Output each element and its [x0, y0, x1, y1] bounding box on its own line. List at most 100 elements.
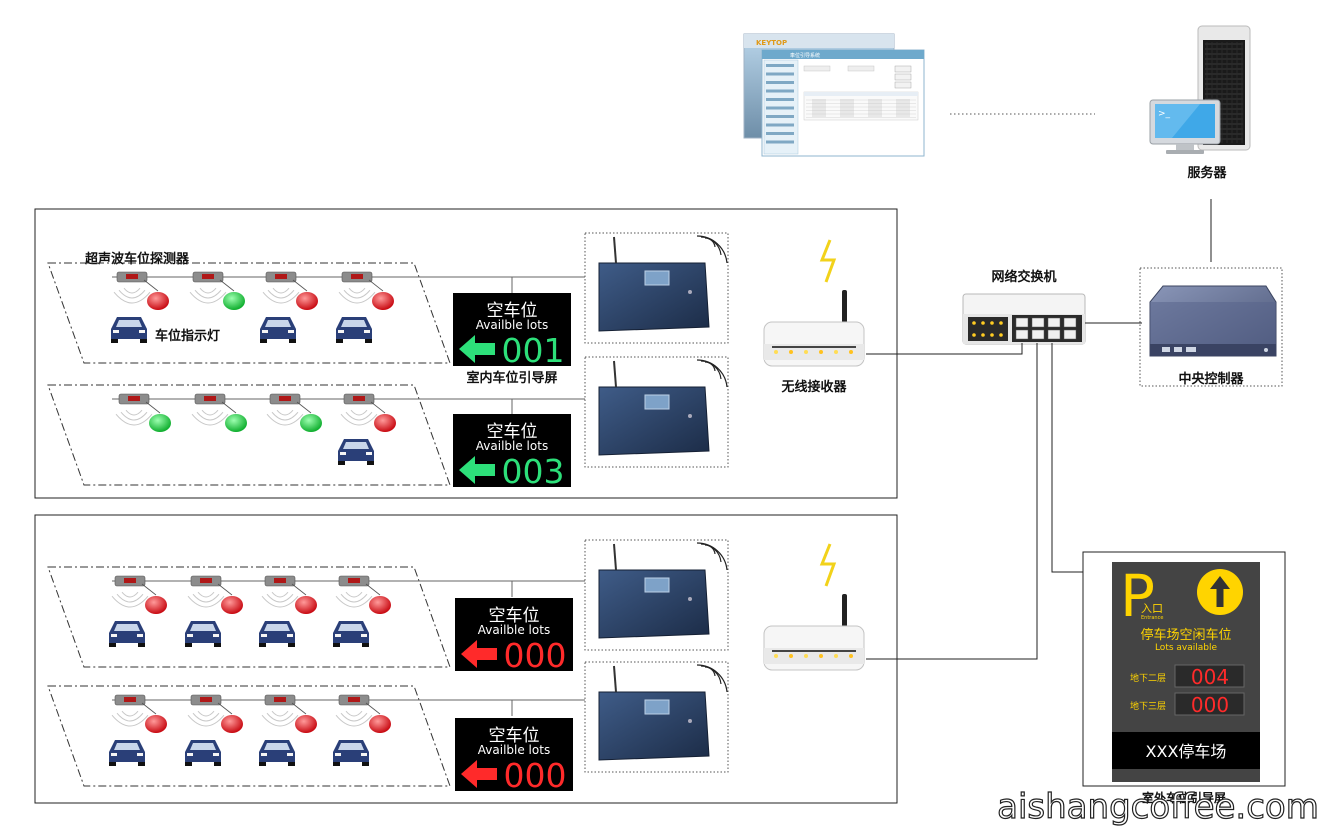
indoor-screen-label: 室内车位引导屏 — [466, 370, 557, 386]
light-cable — [291, 583, 307, 596]
light-cable — [365, 583, 381, 596]
ultrasonic-wave — [111, 714, 149, 727]
ultrasonic-wave — [192, 593, 220, 603]
parking-indicator-light-red — [147, 292, 169, 310]
outdoor-heading-cn: 停车场空闲车位 — [1140, 627, 1231, 643]
wireless-signal-icon — [696, 235, 728, 264]
lightning-icon — [819, 239, 837, 283]
car-icon — [109, 740, 145, 766]
light-cable — [141, 583, 157, 596]
brand-logo: KEYTOP — [756, 39, 787, 47]
software-table — [803, 91, 919, 121]
ultrasonic-wave — [340, 593, 368, 603]
indicator-label: 车位指示灯 — [155, 328, 220, 344]
light-cable — [141, 702, 157, 715]
ultrasonic-wave — [118, 289, 146, 299]
lane-2 — [47, 384, 585, 486]
detector-display — [204, 396, 216, 401]
light-cable — [292, 279, 308, 292]
status-led — [774, 350, 778, 354]
ultrasonic-wave — [348, 287, 366, 294]
receiver-strip — [772, 650, 856, 652]
detector-display — [351, 274, 363, 279]
ultrasonic-wave — [267, 289, 295, 299]
node-frame — [584, 661, 729, 773]
ultrasonic-wave — [187, 595, 225, 608]
floor-b3-label: 地下三层 — [1130, 700, 1166, 712]
detector-label: 超声波车位探测器 — [85, 251, 190, 267]
ultrasonic-wave — [116, 712, 144, 722]
outdoor-heading-en: Lots available — [1155, 643, 1218, 653]
node-frame — [584, 539, 729, 651]
car-icon — [259, 621, 295, 647]
lock — [688, 290, 692, 294]
left-arrow-icon — [461, 760, 497, 788]
lane-3 — [47, 566, 585, 668]
software-sidebar — [766, 64, 794, 144]
node-frame — [584, 356, 729, 468]
ultrasonic-wave — [189, 291, 227, 304]
floor-b2-label: 地下二层 — [1130, 672, 1166, 684]
screen-subtitle: Availble lots — [476, 439, 548, 453]
ultrasonic-wave — [115, 413, 153, 426]
node-frame — [584, 232, 729, 344]
parking-name: XXX停车场 — [1146, 742, 1227, 761]
central-controller-frame — [1139, 267, 1283, 387]
detector-display — [128, 396, 140, 401]
controller-lcd — [644, 270, 670, 286]
ultrasonic-wave — [194, 289, 222, 299]
ultrasonic-wave — [123, 287, 141, 294]
car-icon — [259, 740, 295, 766]
detector-display — [275, 274, 287, 279]
floor-b2-count: 004 — [1191, 665, 1229, 689]
controller-box — [598, 691, 710, 761]
wireless-receiver-1 — [763, 239, 865, 367]
car-icon — [111, 317, 147, 343]
floor-b3-count: 000 — [1191, 693, 1229, 717]
car-icon — [333, 740, 369, 766]
ultrasonic-wave — [345, 591, 363, 598]
status-led — [819, 350, 823, 354]
status-led — [789, 350, 793, 354]
ultrasonic-wave — [261, 714, 299, 727]
ultrasonic-wave — [266, 593, 294, 603]
status-led — [849, 350, 853, 354]
node-controller-2 — [584, 356, 729, 468]
ultrasonic-wave — [187, 714, 225, 727]
antenna — [613, 360, 617, 388]
left-arrow-icon — [459, 335, 495, 363]
ultrasonic-wave — [111, 595, 149, 608]
parking-indicator-light-red — [221, 596, 243, 614]
ultrasonic-wave — [350, 409, 368, 416]
ultrasonic-wave — [340, 712, 368, 722]
parking-indicator-light-red — [369, 715, 391, 733]
ultrasonic-wave — [345, 411, 373, 421]
lane-1 — [47, 262, 585, 364]
parking-indicator-light-green — [300, 414, 322, 432]
controller-lcd — [644, 394, 670, 410]
wireless-signal-icon — [696, 664, 728, 693]
node-controller-3 — [584, 539, 729, 651]
ultrasonic-wave — [262, 291, 300, 304]
node-controller-1 — [584, 232, 729, 344]
ultrasonic-wave — [197, 591, 215, 598]
lock — [688, 414, 692, 418]
parking-lanes — [47, 262, 585, 787]
car-icon — [338, 439, 374, 465]
detector-display — [274, 578, 286, 583]
status-led — [819, 654, 823, 658]
outdoor-guidance-screen: P 入口 Entrance 停车场空闲车位 Lots available 地下二… — [1112, 562, 1260, 782]
status-led — [849, 654, 853, 658]
parking-indicator-light-red — [295, 596, 317, 614]
wireless-signal-icon — [696, 542, 728, 571]
connection-lines — [866, 199, 1212, 660]
parking-indicator-light-green — [149, 414, 171, 432]
detector-display — [274, 697, 286, 702]
wireless-receiver-label: 无线接收器 — [780, 379, 847, 395]
ultrasonic-wave — [121, 591, 139, 598]
car-icon — [336, 317, 372, 343]
ultrasonic-wave — [266, 413, 304, 426]
antenna — [613, 543, 617, 571]
